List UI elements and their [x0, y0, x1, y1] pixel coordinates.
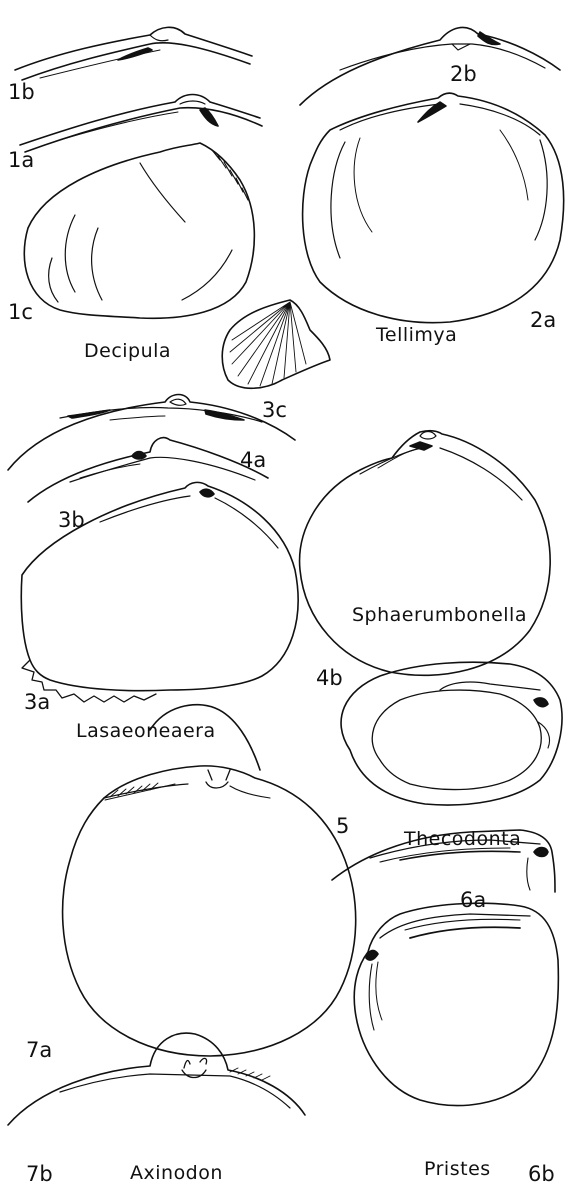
shell-4b-drawing: [300, 431, 551, 676]
figure-label-3c: 3c: [262, 400, 287, 421]
shell-2a-drawing: [303, 93, 564, 322]
genus-name-thecodonta: Thecodonta: [404, 830, 521, 849]
hinge-3b-drawing: [28, 438, 268, 502]
figure-label-7b: 7b: [26, 1164, 53, 1185]
hinge-7b-drawing: [8, 1033, 305, 1125]
figure-label-7a: 7a: [26, 1040, 52, 1061]
figure-label-2b: 2b: [450, 64, 477, 85]
hinge-1b-drawing: [15, 27, 252, 80]
figure-label-4b: 4b: [316, 668, 343, 689]
shell-7a-drawing: [63, 705, 356, 1056]
genus-name-pristes: Pristes: [424, 1160, 491, 1179]
genus-name-tellimya: Tellimya: [376, 326, 457, 345]
figure-label-3b: 3b: [58, 510, 85, 531]
shell-6b-drawing: [354, 903, 558, 1105]
figure-label-3a: 3a: [24, 692, 50, 713]
figure-label-4a: 4a: [240, 450, 266, 471]
shell-5-drawing: [341, 662, 562, 805]
hinge-1a-drawing: [20, 95, 262, 153]
genus-name-lasaeoneaera: Lasaeoneaera: [76, 722, 216, 741]
genus-name-axinodon: Axinodon: [130, 1164, 223, 1183]
figure-label-6a: 6a: [460, 890, 486, 911]
figure-label-2a: 2a: [530, 310, 556, 331]
figure-label-5: 5: [336, 816, 349, 837]
shell-3c-drawing: [222, 300, 330, 388]
genus-name-sphaerumbonella: Sphaerumbonella: [352, 606, 527, 625]
figure-label-1a: 1a: [8, 150, 34, 171]
genus-name-decipula: Decipula: [84, 342, 171, 361]
shell-1c-drawing: [24, 143, 254, 318]
figure-label-6b: 6b: [528, 1164, 555, 1185]
figure-label-1b: 1b: [8, 82, 35, 103]
figure-label-1c: 1c: [8, 302, 33, 323]
hinge-2b-drawing: [300, 27, 560, 105]
